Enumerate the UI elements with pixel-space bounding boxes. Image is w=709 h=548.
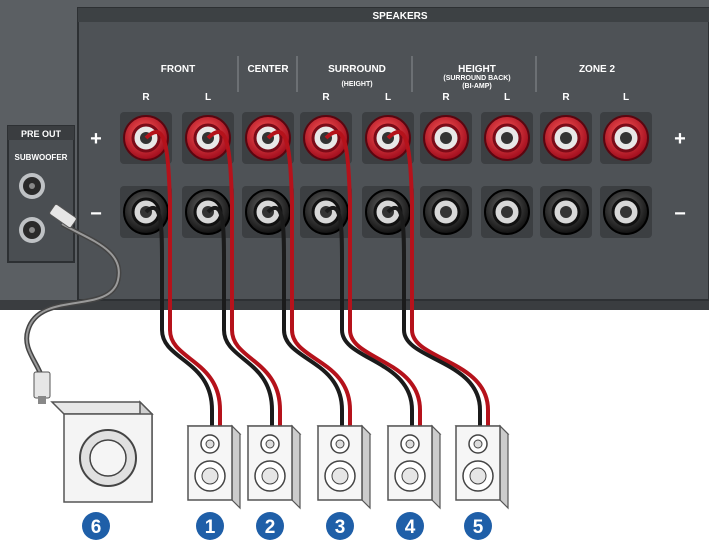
speaker-cable-5 [386, 130, 490, 428]
group-label-surround: SURROUND [328, 64, 386, 75]
speaker-unit-4 [386, 424, 442, 510]
group-label-front: FRONT [161, 64, 195, 75]
number-badge-text: 6 [91, 517, 102, 538]
number-badge-text: 2 [265, 517, 276, 538]
subwoofer-cable [24, 203, 122, 404]
number-badge-2: 2 [256, 512, 284, 540]
pre-out-label: PRE OUT [21, 129, 62, 139]
minus-sign-right: − [674, 203, 686, 225]
terminal-plus-zone2-r [540, 112, 592, 164]
minus-sign-left: − [90, 203, 102, 225]
speakers-label: SPEAKERS [372, 11, 427, 22]
channel-label-surround-r: R [322, 92, 330, 103]
speaker-cable-1 [144, 130, 222, 428]
terminal-minus-zone2-r [540, 186, 592, 238]
speaker-cable-4 [324, 130, 422, 428]
group-sublabel2-height: (BI-AMP) [462, 83, 492, 90]
channel-label-height-r: R [442, 92, 450, 103]
number-badge-4: 4 [396, 512, 424, 540]
terminal-minus-zone2-l [600, 186, 652, 238]
channel-label-front-r: R [142, 92, 150, 103]
channel-label-zone2-r: R [562, 92, 570, 103]
pre-out-block: PRE OUT SUBWOOFER [7, 125, 75, 263]
terminal-minus-height-l [481, 186, 533, 238]
number-badge-text: 4 [405, 517, 416, 538]
group-sublabel-surround: (HEIGHT) [341, 81, 372, 88]
number-badge-5: 5 [464, 512, 492, 540]
plus-sign-right: + [674, 128, 686, 150]
terminal-minus-height-r [420, 186, 472, 238]
speaker-unit-2 [246, 424, 302, 510]
number-badge-6: 6 [82, 512, 110, 540]
number-badge-3: 3 [326, 512, 354, 540]
channel-label-front-l: L [205, 92, 211, 103]
subwoofer-jack-2 [19, 217, 45, 243]
plus-sign-left: + [90, 128, 102, 150]
receiver-rear-panel: SPEAKERS FRONT CENTER SURROUND (HEIGHT) … [0, 0, 709, 310]
terminal-plus-surround-l [362, 112, 414, 164]
channel-label-surround-l: L [385, 92, 391, 103]
number-badge-text: 5 [473, 517, 484, 538]
subwoofer-jack-1 [19, 173, 45, 199]
terminal-plus-height-l [481, 112, 533, 164]
channel-label-zone2-l: L [623, 92, 629, 103]
subwoofer-label: SUBWOOFER [15, 153, 68, 162]
speaker-unit-3 [316, 424, 372, 510]
subwoofer-unit [50, 400, 154, 503]
number-badge-text: 3 [335, 517, 346, 538]
number-badge-text: 1 [205, 517, 216, 538]
group-label-height: HEIGHT [458, 64, 496, 75]
number-badges: 6 1 2 3 4 5 [82, 512, 492, 540]
speaker-cable-2 [206, 130, 282, 428]
channel-label-height-l: L [504, 92, 510, 103]
speaker-unit-1 [186, 424, 242, 510]
speaker-units [186, 424, 510, 510]
speaker-unit-5 [454, 424, 510, 510]
speaker-cables [144, 130, 490, 428]
speaker-cable-3 [266, 130, 352, 428]
number-badge-1: 1 [196, 512, 224, 540]
group-label-zone2: ZONE 2 [579, 64, 616, 75]
terminal-plus-zone2-l [600, 112, 652, 164]
group-sublabel-height: (SURROUND BACK) [443, 75, 510, 82]
group-label-center: CENTER [247, 64, 289, 75]
terminal-plus-height-r [420, 112, 472, 164]
